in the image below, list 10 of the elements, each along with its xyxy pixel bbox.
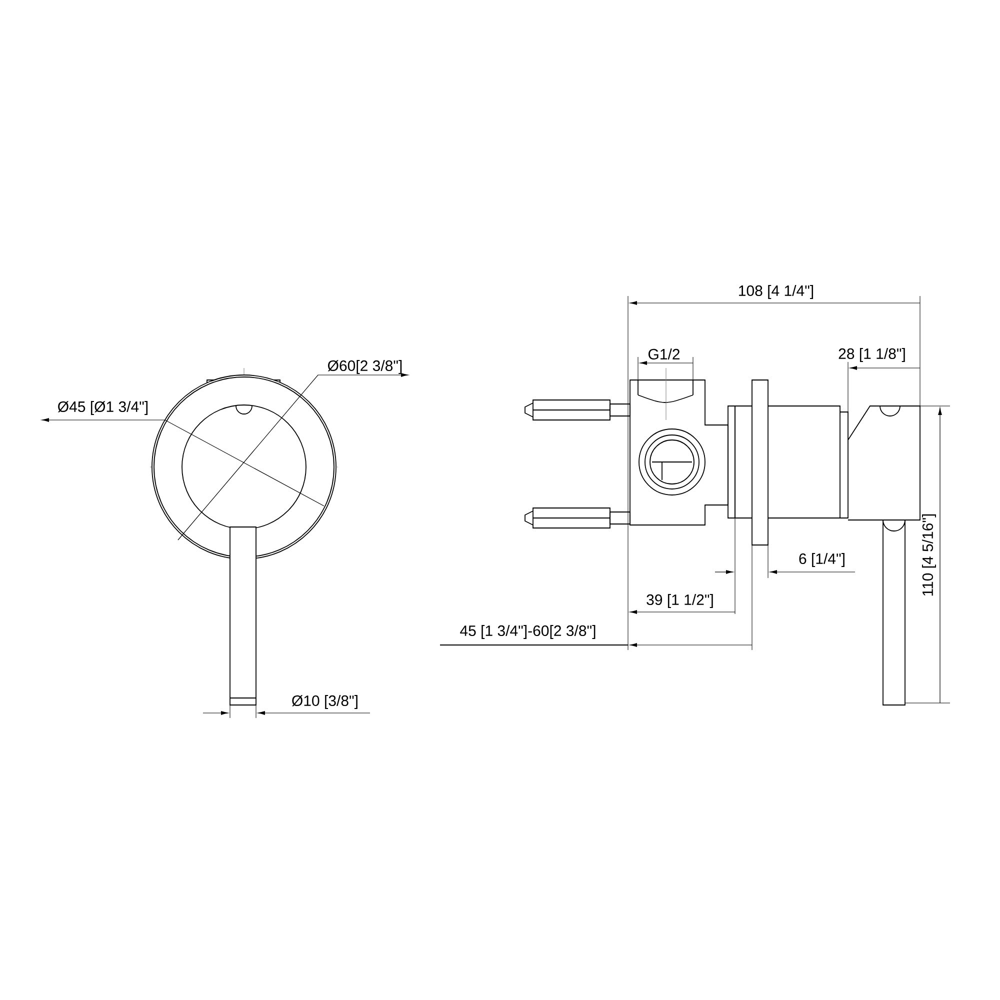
dimension-label: 110 [4 5/16"] (922, 514, 936, 596)
dimension-label: 108 [4 1/4"] (739, 285, 814, 299)
dimension-label: Ø10 [3/8"] (292, 695, 358, 709)
dimension-label: 39 [1 1/2"] (646, 594, 713, 608)
dimension-label: 6 [1/4"] (799, 553, 844, 567)
dimension-label: 28 [1 1/8"] (838, 348, 905, 362)
dimension-label: Ø60[2 3/8"] (328, 360, 402, 374)
dimension-label: Ø45 [Ø1 3/4"] (58, 401, 148, 415)
dimension-label: G1/2 (648, 348, 680, 360)
dimension-label: 45 [1 3/4"]-60[2 3/8"] (460, 625, 596, 639)
